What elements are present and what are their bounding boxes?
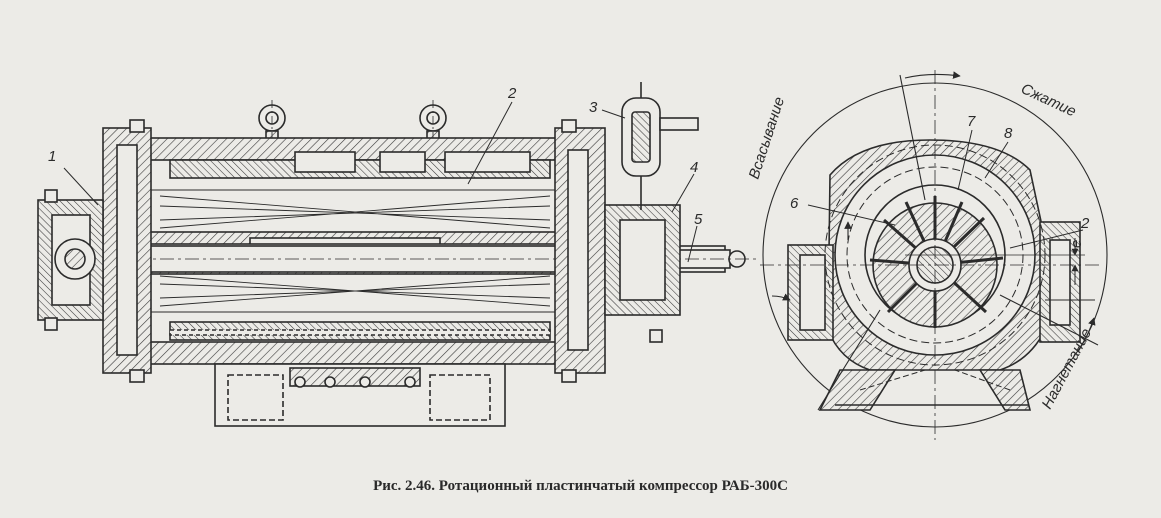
longitudinal-section — [37, 82, 760, 427]
label-6: 6 — [790, 195, 799, 212]
label-2: 2 — [507, 85, 517, 102]
base — [214, 363, 506, 427]
right-end-cover — [554, 119, 681, 383]
label-3: 3 — [589, 99, 598, 116]
cross-section — [760, 70, 1108, 440]
label-7: 7 — [967, 113, 976, 130]
label-5: 5 — [694, 211, 703, 228]
label-1: 1 — [48, 148, 56, 165]
figure-caption: Рис. 2.46. Ротационный пластинчатый комп… — [373, 478, 788, 494]
leader-lines-right — [807, 129, 1084, 249]
left-end-cover — [37, 119, 152, 383]
label-2-cross: 2 — [1080, 215, 1090, 232]
label-e: e — [1068, 240, 1085, 248]
label-compression: Сжатие — [1018, 80, 1078, 120]
oiler — [621, 82, 699, 210]
leader-lines-left — [63, 101, 698, 263]
label-4: 4 — [690, 159, 698, 176]
casing — [149, 137, 561, 365]
label-suction: Всасывание — [746, 95, 788, 181]
label-8: 8 — [1004, 125, 1013, 142]
rotor-slots — [150, 189, 560, 313]
